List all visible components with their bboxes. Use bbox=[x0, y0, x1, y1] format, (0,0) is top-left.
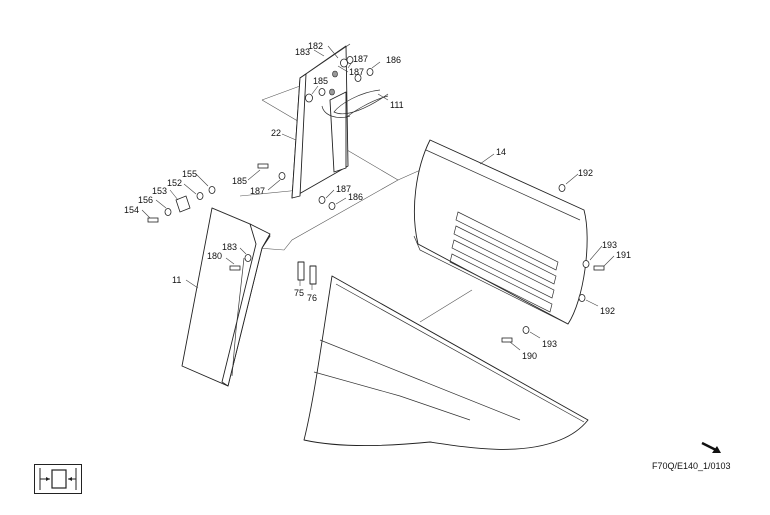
callout-185: 185 bbox=[232, 176, 247, 186]
callout-11: 11 bbox=[172, 275, 181, 285]
callout-186: 186 bbox=[386, 55, 401, 65]
callout-182: 182 bbox=[308, 41, 323, 51]
callout-155: 155 bbox=[182, 169, 197, 179]
leader-lines bbox=[141, 45, 615, 351]
cover-part-14 bbox=[413, 139, 588, 325]
callout-185: 185 bbox=[313, 76, 328, 86]
side-panel-part-11 bbox=[181, 207, 271, 387]
callout-187: 187 bbox=[250, 186, 265, 196]
callout-111: 111 bbox=[390, 100, 404, 110]
callout-187: 187 bbox=[349, 67, 364, 77]
callout-153: 153 bbox=[152, 186, 167, 196]
assembly-guide-lines bbox=[231, 85, 473, 323]
callout-192: 192 bbox=[578, 168, 593, 178]
small-brackets-75-76 bbox=[297, 261, 317, 285]
callout-186: 186 bbox=[348, 192, 363, 202]
callout-154: 154 bbox=[124, 205, 139, 215]
callout-193: 193 bbox=[602, 240, 617, 250]
drawing-reference-code: F70Q/E140_1/0103 bbox=[652, 461, 731, 471]
callout-187: 187 bbox=[353, 54, 368, 64]
view-direction-icon bbox=[34, 464, 82, 494]
callout-labels: 182 183 187 187 186 185 111 22 155 152 1… bbox=[124, 41, 631, 361]
callout-191: 191 bbox=[616, 250, 631, 260]
callout-187: 187 bbox=[336, 184, 351, 194]
callout-22: 22 bbox=[271, 128, 281, 138]
callout-75: 75 bbox=[294, 288, 304, 298]
hardware-fasteners bbox=[147, 56, 605, 343]
callout-193: 193 bbox=[542, 339, 557, 349]
callout-14: 14 bbox=[496, 147, 506, 157]
callout-190: 190 bbox=[522, 351, 537, 361]
lower-panel bbox=[303, 275, 589, 450]
grille-slots bbox=[449, 211, 559, 313]
direction-arrow-icon bbox=[701, 441, 721, 453]
callout-76: 76 bbox=[307, 293, 317, 303]
callout-183: 183 bbox=[222, 242, 237, 252]
callout-183: 183 bbox=[295, 47, 310, 57]
callout-192: 192 bbox=[600, 306, 615, 316]
callout-152: 152 bbox=[167, 178, 182, 188]
bracket-plate-part-22 bbox=[291, 43, 351, 199]
callout-156: 156 bbox=[138, 195, 153, 205]
callout-180: 180 bbox=[207, 251, 222, 261]
